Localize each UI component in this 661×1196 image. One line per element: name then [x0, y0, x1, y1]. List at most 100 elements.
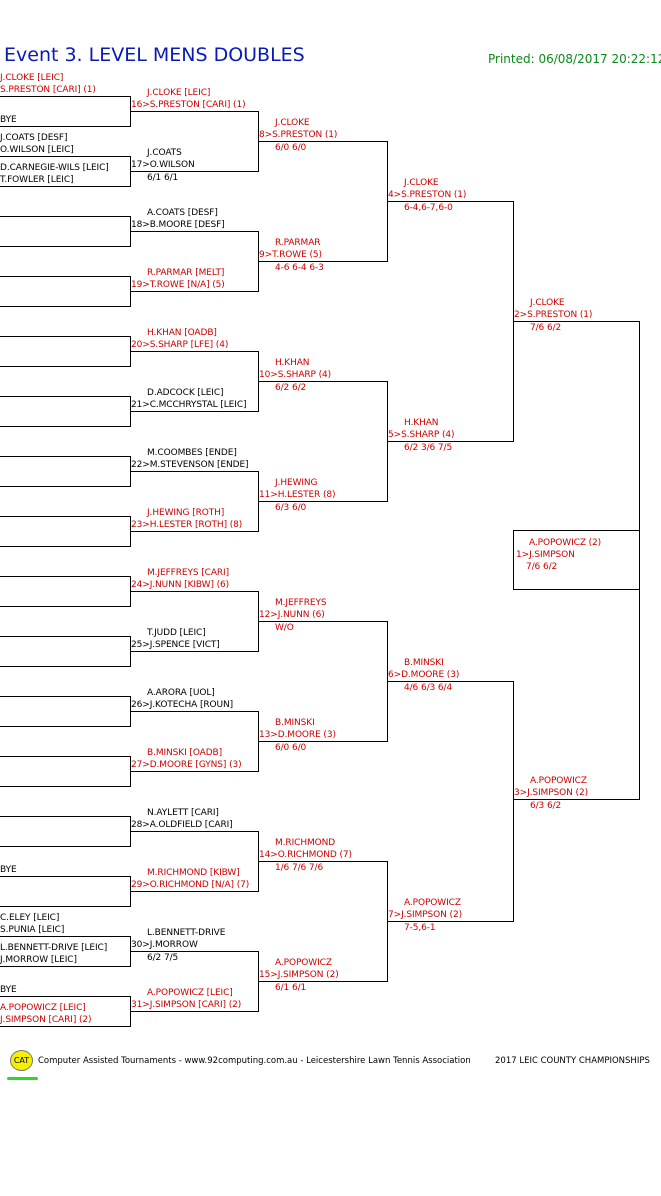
cat-logo-underline — [7, 1077, 38, 1080]
r1-slot-line — [0, 276, 130, 277]
r2-match-bottom: 24>J.NUNN [KIBW] (6) — [131, 580, 230, 590]
r3-match-bottom: 11>H.LESTER (8) — [259, 490, 336, 500]
r5-match-score: 6/3 6/2 — [530, 801, 562, 811]
player-entry: S.PUNIA [LEIC] — [0, 925, 65, 935]
player-entry: BYE — [0, 865, 17, 875]
r1-slot-line — [0, 1026, 130, 1027]
r3-match-bottom: 9>T.ROWE (5) — [259, 250, 322, 260]
printed-timestamp: Printed: 06/08/2017 20:22:12 — [488, 52, 661, 66]
r1-slot-line — [0, 546, 130, 547]
player-entry: D.CARNEGIE-WILS [LEIC] — [0, 163, 109, 173]
r2-match-top: H.KHAN [OADB] — [147, 328, 217, 338]
r2-match-line — [130, 111, 258, 112]
r1-slot-line — [0, 756, 130, 757]
r2-match-line — [130, 471, 258, 472]
r1-slot-line — [0, 426, 130, 427]
r2-match-line — [130, 651, 258, 652]
r3-match-top: H.KHAN — [275, 358, 310, 368]
player-entry: T.FOWLER [LEIC] — [0, 175, 74, 185]
player-entry: S.PRESTON [CARI] (1) — [0, 85, 96, 95]
r3-match-bottom: 15>J.SIMPSON (2) — [259, 970, 339, 980]
r4-match-score: 7-5,6-1 — [404, 923, 436, 933]
r2-match-line — [130, 231, 258, 232]
r1-slot-line — [0, 696, 130, 697]
r3-match-line — [258, 501, 387, 502]
r2-match-bottom: 20>S.SHARP [LFE] (4) — [131, 340, 229, 350]
r4-match-bottom: 6>D.MOORE (3) — [388, 670, 460, 680]
r3-match-line — [258, 621, 387, 622]
footer-championship: 2017 LEIC COUNTY CHAMPIONSHIPS — [495, 1056, 650, 1066]
player-entry: J.COATS [DESF] — [0, 133, 68, 143]
r4-match-line — [387, 441, 513, 442]
r2-match-bottom: 25>J.SPENCE [VICT] — [131, 640, 220, 650]
r3-match-score: W/O — [275, 623, 294, 633]
r1-slot-line — [0, 126, 130, 127]
r1-slot-line — [0, 606, 130, 607]
r4-match-line — [387, 201, 513, 202]
r1-slot-line — [0, 96, 130, 97]
final-bottom-line — [513, 589, 640, 590]
r2-match-line — [130, 711, 258, 712]
r4-match-score: 6-4,6-7,6-0 — [404, 203, 453, 213]
r4-match-top: H.KHAN — [404, 418, 439, 428]
r2-match-top: N.AYLETT [CARI] — [147, 808, 219, 818]
r2-match-bottom: 23>H.LESTER [ROTH] (8) — [131, 520, 243, 530]
r1-slot-line — [0, 516, 130, 517]
r2-match-line — [130, 951, 258, 952]
r1-slot-line — [0, 306, 130, 307]
player-entry: BYE — [0, 985, 17, 995]
r1-slot-line — [0, 156, 130, 157]
r1-slot-line — [0, 456, 130, 457]
r3-match-line — [258, 741, 387, 742]
player-entry: J.CLOKE [LEIC] — [0, 73, 64, 83]
r3-match-score: 1/6 7/6 7/6 — [275, 863, 324, 873]
r1-slot-line — [0, 486, 130, 487]
r1-slot-line — [0, 366, 130, 367]
r1-slot-line — [0, 816, 130, 817]
r3-match-top: J.CLOKE — [275, 118, 310, 128]
r2-match-line — [130, 411, 258, 412]
r3-match-score: 4-6 6-4 6-3 — [275, 263, 324, 273]
r1-slot-line — [0, 936, 130, 937]
player-entry: BYE — [0, 115, 17, 125]
r1-slot-line — [0, 216, 130, 217]
r2-match-line — [130, 351, 258, 352]
r2-match-bottom: 16>S.PRESTON [CARI] (1) — [131, 100, 246, 110]
r2-match-line — [130, 771, 258, 772]
r2-match-bottom: 30>J.MORROW — [131, 940, 198, 950]
r3-match-bottom: 14>O.RICHMOND (7) — [259, 850, 352, 860]
r3-match-top: B.MINSKI — [275, 718, 315, 728]
r2-match-top: J.CLOKE [LEIC] — [147, 88, 211, 98]
r2-match-line — [130, 531, 258, 532]
player-entry: O.WILSON [LEIC] — [0, 145, 74, 155]
event-title: Event 3. LEVEL MENS DOUBLES — [4, 44, 305, 66]
r1-slot-line — [0, 636, 130, 637]
r2-match-bottom: 21>C.MCCHRYSTAL [LEIC] — [131, 400, 247, 410]
r3-match-bottom: 10>S.SHARP (4) — [259, 370, 332, 380]
r3-match-score: 6/0 6/0 — [275, 743, 307, 753]
r1-slot-line — [0, 336, 130, 337]
r3-match-bottom: 12>J.NUNN (6) — [259, 610, 325, 620]
r2-match-top: B.MINSKI [OADB] — [147, 748, 223, 758]
player-entry: C.ELEY [LEIC] — [0, 913, 60, 923]
player-entry: J.MORROW [LEIC] — [0, 955, 77, 965]
r1-slot-line — [0, 666, 130, 667]
r4-match-bottom: 5>S.SHARP (4) — [388, 430, 455, 440]
r2-match-top: J.COATS — [147, 148, 182, 158]
r4-match-bottom: 4>S.PRESTON (1) — [388, 190, 467, 200]
r2-match-top: M.COOMBES [ENDE] — [147, 448, 237, 458]
r4-match-bottom: 7>J.SIMPSON (2) — [388, 910, 462, 920]
final-top-line — [513, 530, 639, 531]
r2-match-top: J.HEWING [ROTH] — [147, 508, 225, 518]
r1-slot-line — [0, 906, 130, 907]
r2-match-line — [130, 171, 258, 172]
player-entry: L.BENNETT-DRIVE [LEIC] — [0, 943, 108, 953]
r3-match-score: 6/1 6/1 — [275, 983, 307, 993]
champion-score: 7/6 6/2 — [526, 562, 558, 572]
r2-match-bottom: 19>T.ROWE [N/A] (5) — [131, 280, 225, 290]
r2-match-top: A.COATS [DESF] — [147, 208, 218, 218]
r2-match-top: R.PARMAR [MELT] — [147, 268, 225, 278]
r3-match-line — [258, 381, 387, 382]
r2-match-score: 6/1 6/1 — [147, 173, 179, 183]
r5-match-line — [513, 321, 639, 322]
